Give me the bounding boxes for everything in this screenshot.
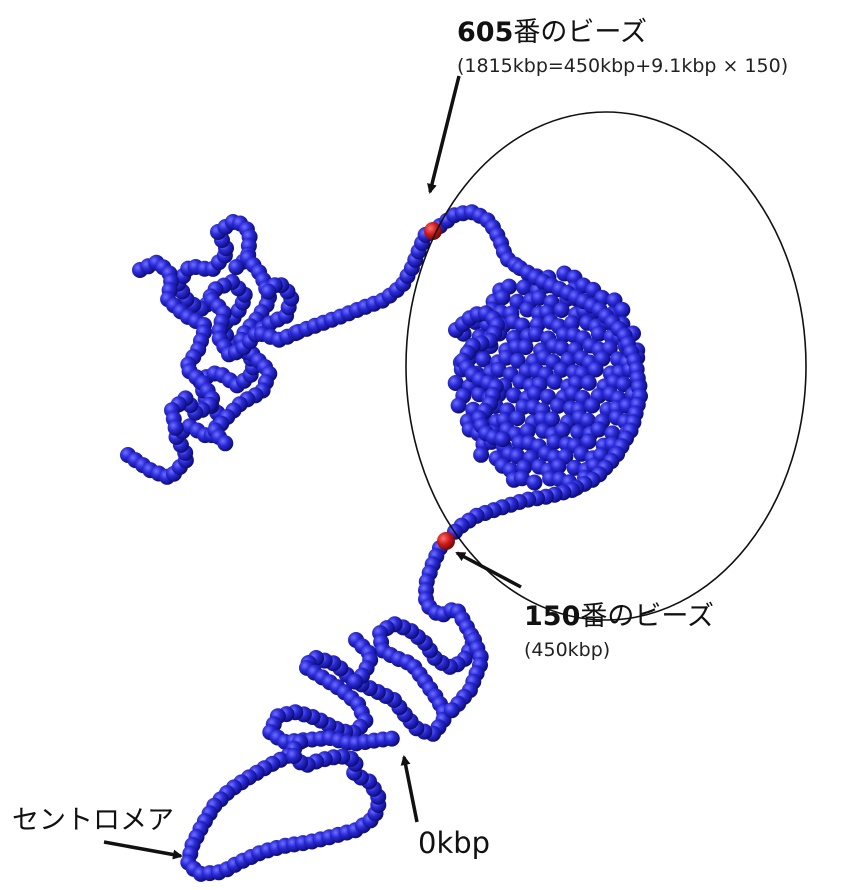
arrow-centromere xyxy=(104,842,181,856)
bead xyxy=(260,284,276,300)
bead xyxy=(286,748,302,764)
label-605-detail: (1815kbp=450kbp+9.1kbp × 150) xyxy=(457,55,788,77)
label-150-detail: (450kbp) xyxy=(524,639,714,661)
bead xyxy=(347,674,363,690)
bead xyxy=(473,447,489,463)
bead xyxy=(444,702,460,718)
label-605-number: 605 xyxy=(457,17,513,48)
bead-chain xyxy=(120,204,648,882)
bead xyxy=(451,398,467,414)
bead xyxy=(518,339,534,355)
label-0kbp: 0kbp xyxy=(418,826,490,860)
bead xyxy=(494,431,510,447)
bead xyxy=(168,420,184,436)
label-bead-605: 605番のビーズ (1815kbp=450kbp+9.1kbp × 150) xyxy=(457,10,788,77)
label-150-number: 150 xyxy=(524,601,580,632)
arrow-0kbp xyxy=(404,757,417,822)
label-150-suffix: 番のビーズ xyxy=(580,601,714,632)
bead xyxy=(554,302,570,318)
arrow-605 xyxy=(430,76,459,192)
label-605-suffix: 番のビーズ xyxy=(513,17,647,48)
bead xyxy=(384,731,400,747)
bead xyxy=(526,475,542,491)
label-centromere: セントロメア xyxy=(12,798,174,837)
bead xyxy=(581,375,597,391)
arrow-150 xyxy=(457,553,521,587)
label-bead-150: 150番のビーズ (450kbp) xyxy=(524,594,714,661)
bead xyxy=(584,398,600,414)
bead xyxy=(614,302,630,318)
bead xyxy=(494,290,510,306)
bead xyxy=(217,435,233,451)
marker-bead xyxy=(437,532,455,550)
